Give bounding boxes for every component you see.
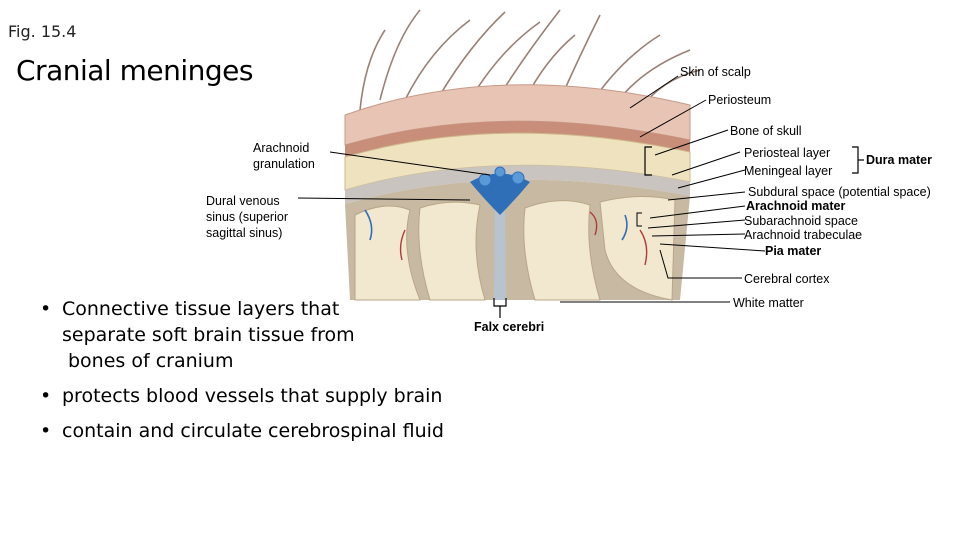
dura-layer — [345, 165, 690, 204]
label-subarachnoid: Subarachnoid space — [744, 214, 858, 228]
label-white-matter: White matter — [733, 296, 804, 310]
dura-bracket — [644, 146, 864, 176]
label-arachnoid-granulation: Arachnoid granulation — [253, 140, 315, 172]
label-arachnoid-mater: Arachnoid mater — [746, 199, 846, 213]
granulation-line-1: Arachnoid — [253, 141, 310, 155]
page-title: Cranial meninges — [16, 54, 253, 87]
label-trabeculae: Arachnoid trabeculae — [744, 228, 863, 242]
leader-lines — [297, 75, 766, 303]
label-periosteal-layer: Periosteal layer — [744, 146, 831, 160]
label-falx-cerebri: Falx cerebri — [474, 320, 545, 334]
sinus-line-3: sagittal sinus) — [206, 226, 283, 240]
arachnoid-granulations — [478, 166, 525, 187]
white-matter-regions — [354, 195, 676, 301]
sinus-line-1: Dural venous — [206, 194, 280, 208]
periosteum-band — [345, 121, 690, 157]
label-meningeal-layer: Meningeal layer — [744, 164, 833, 178]
granulation-line-2: granulation — [253, 157, 315, 171]
bullet-1-line-2: separate soft brain tissue from — [62, 324, 355, 346]
veins — [364, 209, 628, 241]
falx-bracket — [493, 298, 507, 318]
label-periosteum: Periosteum — [708, 93, 772, 107]
label-skin: Skin of scalp — [680, 65, 751, 79]
label-bone: Bone of skull — [730, 124, 802, 138]
blood-vessels — [399, 211, 648, 266]
arachnoid-bracket — [636, 212, 642, 227]
bullet-item: protects blood vessels that supply brain — [40, 383, 444, 409]
figure-number: Fig. 15.4 — [8, 22, 77, 41]
bullet-item: contain and circulate cerebrospinal flui… — [40, 418, 444, 444]
label-subdural: Subdural space (potential space) — [748, 185, 931, 199]
label-dural-venous-sinus: Dural venous sinus (superior sagittal si… — [206, 193, 288, 241]
bullet-1-line-3: bones of cranium — [68, 350, 234, 372]
falx-cerebri-shape — [494, 200, 506, 300]
bullet-1-line-1: Connective tissue layers that — [62, 298, 340, 320]
sinus-line-2: sinus (superior — [206, 210, 288, 224]
label-cortex: Cerebral cortex — [744, 272, 830, 286]
label-pia-mater: Pia mater — [765, 244, 822, 258]
bullet-list: Connective tissue layers that separate s… — [40, 296, 444, 453]
bullet-item: Connective tissue layers that separate s… — [40, 296, 444, 374]
label-dura-mater: Dura mater — [866, 153, 932, 167]
